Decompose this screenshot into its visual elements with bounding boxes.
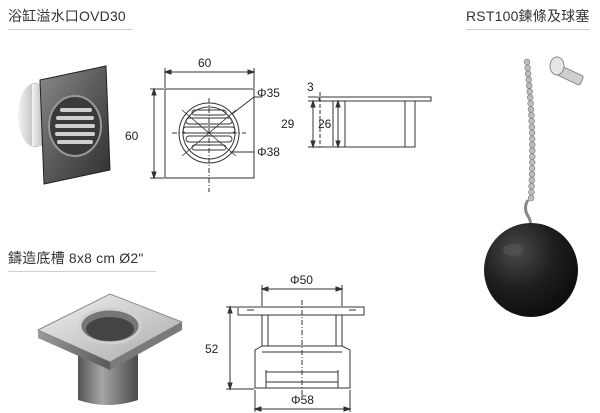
rubber-ball [484, 223, 578, 317]
chain-bead [528, 117, 535, 125]
overflow-title-text: 浴缸溢水口OVD30 [8, 8, 126, 24]
chain-part [523, 58, 536, 202]
overflow-side-drawing [308, 92, 432, 149]
overflow-width-label: 60 [198, 56, 212, 70]
cast-title-text: 鑄造底槽 8x8 cm Ø2" [8, 250, 144, 266]
overflow-product-image [18, 65, 111, 185]
chain-bead [528, 159, 536, 166]
overflow-height-label: 60 [125, 129, 139, 143]
section-title-overflow: 浴缸溢水口OVD30 [8, 6, 133, 30]
side-26-label: 26 [318, 117, 332, 131]
phi50-label: Φ50 [290, 273, 313, 287]
chain-bead [524, 70, 532, 78]
chain-bead [528, 177, 535, 184]
section-title-cast: 鑄造底槽 8x8 cm Ø2" [8, 248, 156, 272]
overflow-front-drawing [150, 68, 262, 192]
chain-title-text: RST100鍊條及球塞 [466, 8, 590, 24]
bolt-part [549, 56, 584, 86]
chain-bead [528, 171, 536, 178]
chain-bead [528, 129, 536, 137]
side-29-label: 29 [281, 117, 295, 131]
section-title-chain: RST100鍊條及球塞 [466, 6, 590, 30]
chain-bead [525, 82, 533, 89]
cast-product-image [36, 293, 184, 405]
chain-bead [529, 147, 536, 154]
chain-bead [528, 135, 536, 143]
chain-bead [525, 76, 532, 83]
chain-bead [529, 141, 536, 149]
chain-bead [529, 153, 536, 160]
chain-bead [528, 123, 536, 131]
chain-bead [527, 100, 534, 107]
height-52-label: 52 [205, 342, 219, 356]
side-3-label: 3 [307, 80, 314, 94]
chain-bead [526, 88, 533, 95]
phi38-label: Φ38 [257, 145, 280, 159]
chain-bead [526, 94, 534, 101]
phi58-label: Φ58 [291, 393, 314, 407]
title-underline [466, 29, 590, 30]
chain-bead [523, 58, 531, 66]
chain-bead [527, 106, 535, 113]
chain-bead [527, 194, 535, 202]
title-underline [8, 271, 156, 272]
chain-bead [528, 111, 535, 119]
phi35-label: Φ35 [257, 86, 280, 100]
chain-bead [528, 188, 535, 196]
chain-ball-image [484, 56, 584, 317]
chain-bead [528, 165, 536, 172]
chain-bead [528, 183, 535, 190]
title-underline [8, 29, 133, 30]
chain-bead [524, 64, 531, 72]
cast-side-drawing [226, 285, 365, 412]
